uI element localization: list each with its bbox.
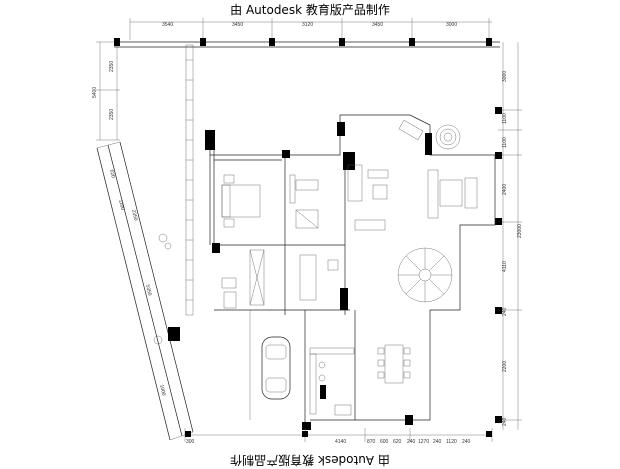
dim-bottom-4: 600 <box>380 439 389 445</box>
watermark-top: 由 Autodesk 教育版产品制作 <box>230 3 390 17</box>
spiral-staircase <box>397 247 453 303</box>
dim-left-2: 2350 <box>109 109 115 120</box>
dining-table <box>377 344 411 384</box>
dim-right-6: 2200 <box>502 361 508 372</box>
dim-top-5: 3000 <box>446 22 457 28</box>
dim-right-4: 2400 <box>502 184 508 195</box>
dim-left-1: 2350 <box>109 61 115 72</box>
dim-top-3: 3120 <box>302 22 313 28</box>
living-room-furniture <box>347 164 478 231</box>
top-dimension-line <box>129 18 492 40</box>
dim-top-1: 3540 <box>162 22 173 28</box>
garage-car <box>249 310 291 420</box>
dim-right-3: 1100 <box>502 137 508 148</box>
dim-bottom-9: 1120 <box>446 439 457 445</box>
dim-diag-5: 1000 <box>158 384 167 396</box>
dim-right-7: 240 <box>502 307 508 316</box>
left-railing <box>185 44 194 316</box>
right-dimension-line: 3000 1100 1100 2400 4110 2200 23000 240 … <box>498 42 523 430</box>
dim-left-3: 5400 <box>92 87 98 98</box>
dim-right-2: 1100 <box>502 113 508 124</box>
dim-bottom-3: 870 <box>367 439 376 445</box>
dim-diag-2: 1100 <box>117 199 125 211</box>
dim-right-1: 3000 <box>502 71 508 82</box>
dim-diag-4: 5350 <box>144 284 153 296</box>
dim-bottom-1: 300 <box>186 439 195 445</box>
bathroom-fixtures <box>221 254 339 309</box>
dim-bottom-6: 240 <box>407 439 416 445</box>
left-dimension-line: 2350 2350 5400 <box>92 41 120 141</box>
dim-diag-1: 620 <box>108 169 116 179</box>
dim-right-total: 23000 <box>517 224 523 238</box>
terrace-plant <box>398 119 461 150</box>
dim-top-2: 3450 <box>232 22 243 28</box>
dim-diag-3: 2350 <box>130 209 139 221</box>
dim-bottom-5: 620 <box>393 439 402 445</box>
diagonal-balcony: 620 1100 2350 5350 1000 <box>96 141 194 441</box>
study-furniture <box>289 174 319 229</box>
bedroom-furniture <box>221 174 265 306</box>
top-columns <box>114 38 492 46</box>
dim-bottom-2: 4140 <box>335 439 346 445</box>
structural-walls <box>205 122 432 430</box>
dim-bottom-8: 240 <box>433 439 442 445</box>
dim-top-4: 3450 <box>372 22 383 28</box>
dim-right-8: 240 <box>502 417 508 426</box>
dim-bottom-7: 1270 <box>418 439 429 445</box>
dim-bottom-10: 240 <box>462 439 471 445</box>
kitchen-counters <box>309 347 355 416</box>
bottom-dimension-line: 300 4140 870 600 620 240 1270 240 1120 2… <box>184 428 493 445</box>
top-dimension-labels: 3540 3450 3120 3450 3000 <box>162 22 457 28</box>
dim-right-5: 4110 <box>502 261 508 272</box>
right-columns <box>495 107 502 423</box>
